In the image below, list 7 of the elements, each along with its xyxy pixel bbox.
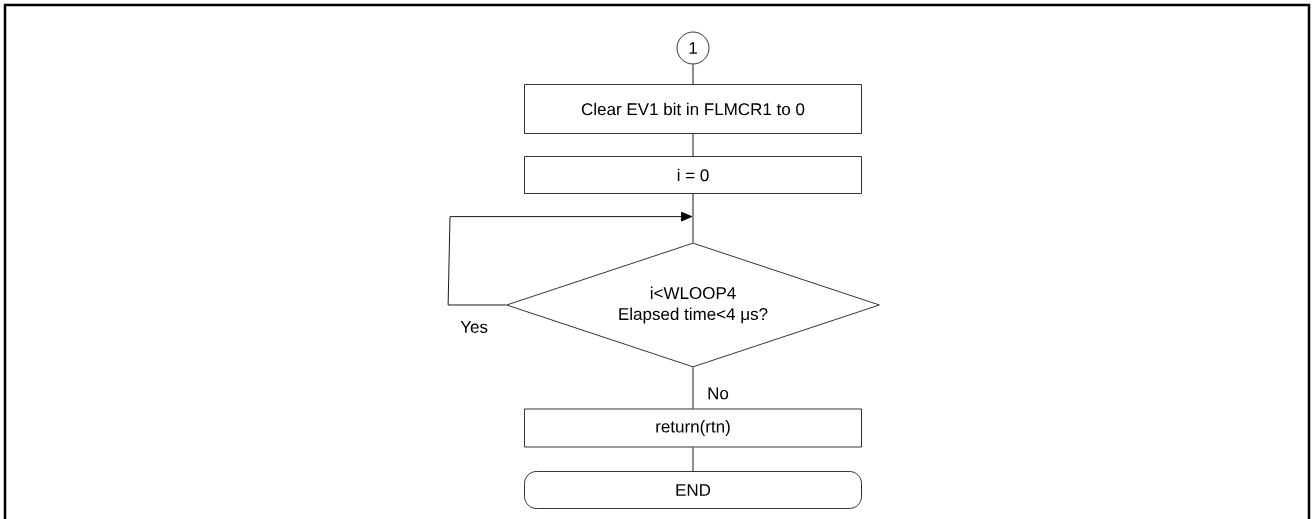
edge-label: Yes bbox=[459, 320, 489, 334]
process-box: i = 0 bbox=[524, 156, 862, 194]
arrow bbox=[447, 211, 693, 306]
terminal-box: END bbox=[524, 471, 862, 509]
edge-label: No bbox=[706, 386, 730, 401]
process-box: Clear EV1 bit in FLMCR1 to 0 bbox=[524, 84, 862, 134]
process-box: return(rtn) bbox=[524, 408, 862, 448]
